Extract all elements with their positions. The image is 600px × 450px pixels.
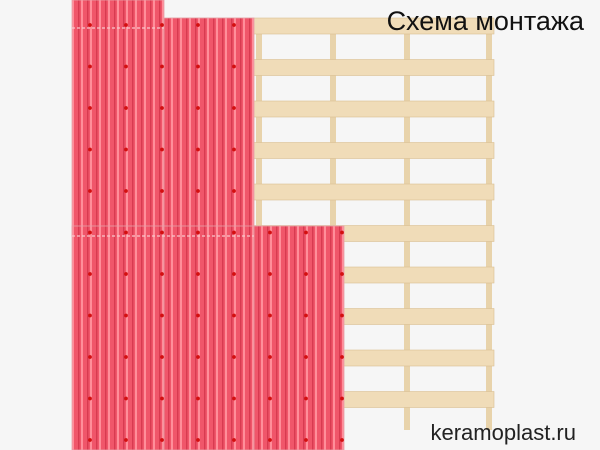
screw-dot-icon: [160, 230, 164, 235]
rafter: [330, 18, 336, 430]
screw-dot-icon: [124, 64, 128, 69]
screw-dot-icon: [268, 230, 272, 235]
screw-dot-icon: [232, 355, 236, 359]
screw-dot-icon: [160, 396, 164, 401]
screw-dot-icon: [88, 272, 92, 276]
screw-dot-icon: [340, 396, 344, 401]
screw-dot-icon: [268, 272, 272, 276]
screw-dot-icon: [160, 23, 164, 27]
roofing-sheet: [163, 17, 255, 237]
screw-dot-icon: [268, 396, 272, 401]
screw-dot-icon: [160, 313, 164, 318]
screw-dot-icon: [160, 355, 164, 359]
roofing-sheets: [71, 0, 345, 450]
screw-dot-icon: [196, 147, 200, 152]
screw-dot-icon: [88, 355, 92, 359]
screw-dot-icon: [88, 106, 92, 110]
screw-dot-icon: [196, 64, 200, 69]
screw-dot-icon: [304, 355, 308, 359]
screw-dot-icon: [268, 355, 272, 359]
screw-dot-icon: [88, 147, 92, 152]
rafters: [256, 18, 492, 430]
screw-dot-icon: [232, 396, 236, 401]
screw-dot-icon: [268, 438, 272, 442]
screw-dot-icon: [232, 438, 236, 442]
rafter: [404, 18, 410, 430]
screw-dot-icon: [232, 106, 236, 110]
screw-dot-icon: [232, 64, 236, 69]
screw-dot-icon: [124, 438, 128, 442]
screw-dot-icon: [232, 272, 236, 276]
screw-dot-icon: [160, 106, 164, 110]
screw-dot-icon: [196, 230, 200, 235]
screw-dot-icon: [124, 23, 128, 27]
screw-dot-icon: [88, 23, 92, 27]
screw-dot-icon: [160, 64, 164, 69]
fasteners: [88, 23, 344, 442]
screw-dot-icon: [124, 230, 128, 235]
screw-dot-icon: [340, 230, 344, 235]
screw-dot-icon: [196, 313, 200, 318]
screw-dot-icon: [304, 438, 308, 442]
screw-dot-icon: [88, 230, 92, 235]
diagram-title: Схема монтажа: [386, 6, 584, 36]
screw-dot-icon: [160, 272, 164, 276]
screw-dot-icon: [232, 230, 236, 235]
screw-dot-icon: [304, 313, 308, 318]
screw-dot-icon: [232, 313, 236, 318]
screw-dot-icon: [196, 396, 200, 401]
screw-dot-icon: [232, 23, 236, 27]
screw-dot-icon: [232, 189, 236, 193]
screw-dot-icon: [124, 313, 128, 318]
screw-dot-icon: [196, 23, 200, 27]
screw-dot-icon: [340, 313, 344, 318]
screw-dot-icon: [160, 147, 164, 152]
screw-dot-icon: [304, 272, 308, 276]
screw-dot-icon: [160, 189, 164, 193]
screw-dot-icon: [304, 230, 308, 235]
screw-dot-icon: [88, 396, 92, 401]
screw-dot-icon: [196, 355, 200, 359]
screw-dot-icon: [124, 189, 128, 193]
rafter: [256, 18, 262, 430]
screw-dot-icon: [340, 438, 344, 442]
screw-dot-icon: [340, 272, 344, 276]
screw-dot-icon: [340, 355, 344, 359]
rafter: [486, 18, 492, 430]
screw-dot-icon: [124, 106, 128, 110]
roofing-sheet: [163, 225, 255, 450]
screw-dot-icon: [88, 64, 92, 69]
screw-dot-icon: [232, 147, 236, 152]
website-label: keramoplast.ru: [430, 420, 576, 445]
screw-dot-icon: [196, 106, 200, 110]
screw-dot-icon: [268, 313, 272, 318]
screw-dot-icon: [124, 355, 128, 359]
screw-dot-icon: [88, 189, 92, 193]
screw-dot-icon: [304, 396, 308, 401]
screw-dot-icon: [196, 438, 200, 442]
roofing-sheet: [71, 225, 165, 450]
screw-dot-icon: [124, 147, 128, 152]
screw-dot-icon: [160, 438, 164, 442]
screw-dot-icon: [124, 396, 128, 401]
roofing-sheet: [71, 0, 165, 237]
screw-dot-icon: [88, 313, 92, 318]
screw-dot-icon: [196, 189, 200, 193]
screw-dot-icon: [196, 272, 200, 276]
roofing-sheet: [253, 225, 345, 450]
screw-dot-icon: [124, 272, 128, 276]
screw-dot-icon: [88, 438, 92, 442]
